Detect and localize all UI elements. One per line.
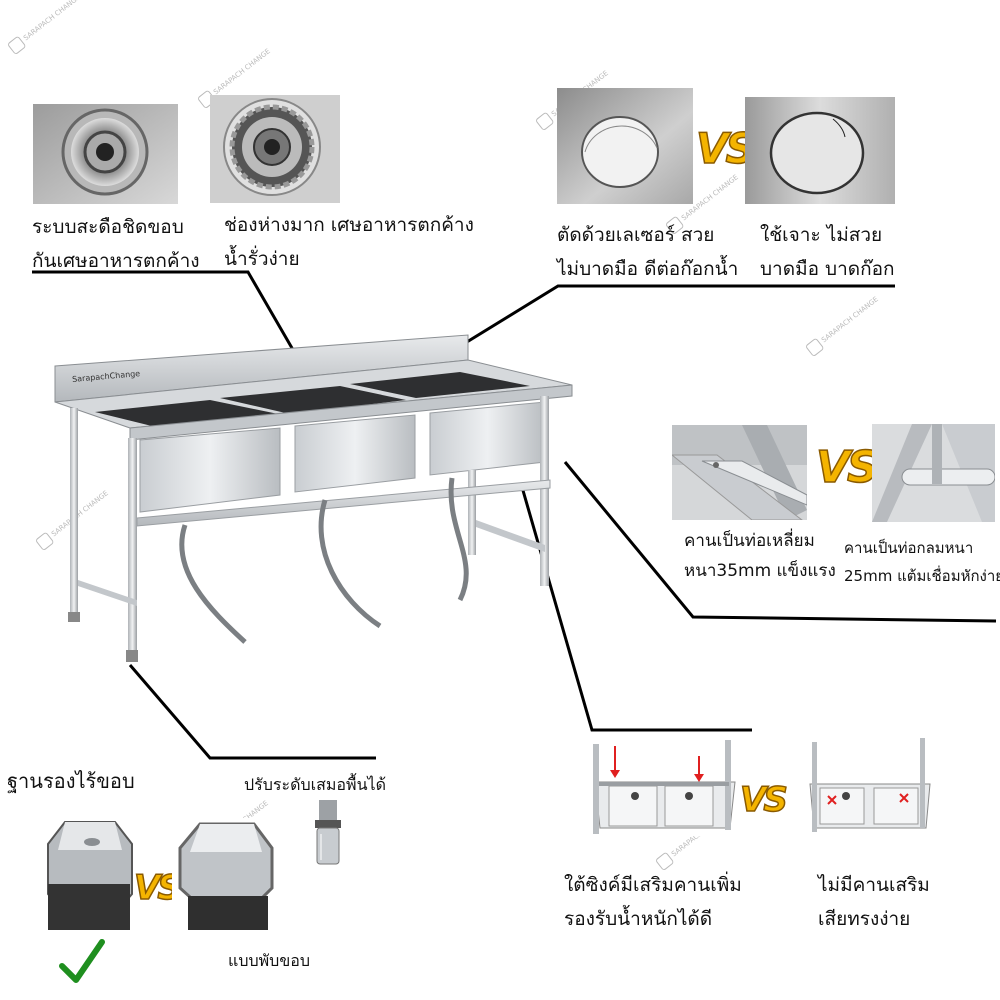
beam-square-photo (672, 425, 807, 520)
foot-good-photo (40, 814, 138, 930)
hole-good-caption: ตัดด้วยเลเซอร์ สวยไม่บาดมือ ดีต่อก๊อกน้ำ (557, 224, 739, 280)
drain-bad-caption: ช่องห่างมาก เศษอาหารตกค้างน้ำรั่วง่าย (224, 214, 474, 270)
hole-laser-photo (557, 88, 693, 204)
foot-bad-caption: แบบพับขอบ (228, 951, 311, 970)
beam-round-photo (872, 424, 995, 522)
check-mark-icon (58, 938, 106, 990)
triple-sink-image: SarapachChange (50, 330, 575, 670)
hole-drill-photo (745, 97, 895, 204)
leader-beam (563, 461, 997, 623)
drain-bad-photo (210, 95, 340, 203)
beam-good-caption: คานเป็นท่อเหลี่ยมหนา35mm แข็งแรง (684, 531, 836, 581)
adjustable-foot-photo (303, 800, 353, 866)
support-good-photo (575, 736, 750, 836)
foot-adjust-caption: ปรับระดับเสมอพื้นได้ (244, 775, 386, 794)
vs-icon: VS (815, 441, 879, 494)
vs-icon: VS (739, 779, 788, 821)
drain-good-caption: ระบบสะดือชิดขอบกันเศษอาหารตกค้าง (32, 216, 200, 272)
support-bad-caption: ไม่มีคานเสริมเสียทรงง่าย (818, 874, 930, 930)
support-bad-photo (790, 736, 950, 836)
foot-bad-photo (172, 818, 278, 930)
support-good-caption: ใต้ซิงค์มีเสริมคานเพิ่มรองรับน้ำหนักได้ด… (564, 874, 742, 930)
drain-good-photo (33, 104, 178, 204)
leader-foot (128, 664, 376, 760)
foot-title: ฐานรองไร้ขอบ (7, 769, 135, 793)
hole-bad-caption: ใช้เจาะ ไม่สวยบาดมือ บาดก๊อก (760, 224, 895, 280)
